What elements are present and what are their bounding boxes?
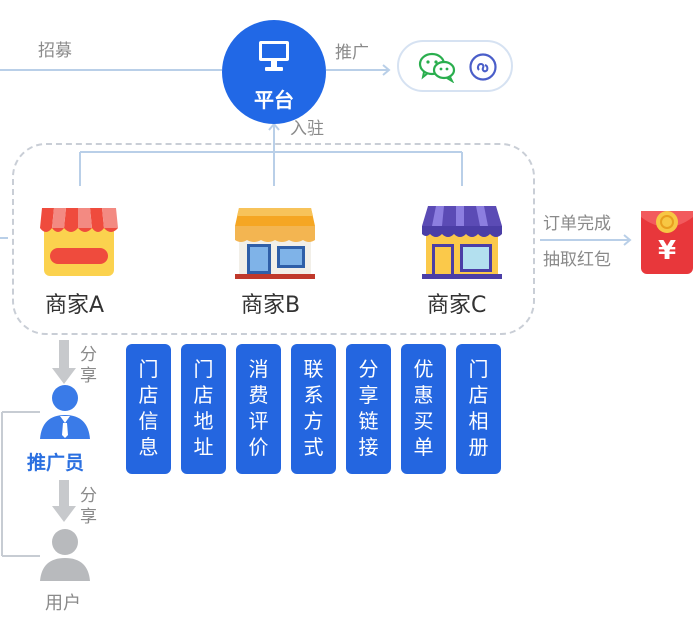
feature-store-info[interactable]: 门店信息 (126, 344, 171, 474)
wechat-icon (418, 52, 456, 83)
merchant-c-label: 商家C (427, 293, 487, 318)
user-label: 用户 (45, 593, 81, 614)
share-label-1: 分享 (80, 345, 97, 386)
feature-reviews[interactable]: 消费评价 (236, 344, 281, 474)
feature-label: 联系方式 (303, 357, 324, 459)
merchants-group (12, 143, 535, 335)
share-label-2: 分享 (80, 486, 97, 527)
feature-label: 门店信息 (138, 357, 159, 459)
feature-share-link[interactable]: 分享链接 (346, 344, 391, 474)
feature-store-address[interactable]: 门店地址 (181, 344, 226, 474)
feature-label: 分享链接 (358, 357, 379, 459)
promoter-icon (40, 385, 90, 439)
feature-label: 门店相册 (468, 357, 489, 459)
red-packet-label: 抽取红包 (543, 250, 611, 270)
purple-storefront-icon (422, 206, 502, 279)
order-complete-label: 订单完成 (543, 214, 611, 234)
feature-label: 优惠买单 (413, 357, 434, 459)
join-label: 入驻 (290, 119, 324, 139)
promoter-label: 推广员 (27, 452, 85, 474)
platform-label: 平台 (254, 88, 294, 112)
feature-label: 消费评价 (248, 357, 269, 459)
merchant-a-label: 商家A (45, 293, 105, 318)
mini-program-icon (469, 53, 497, 81)
red-packet-icon (641, 211, 693, 274)
feature-contact[interactable]: 联系方式 (291, 344, 336, 474)
red-storefront-icon (40, 208, 118, 276)
red-packet-symbol: ¥ (657, 236, 677, 266)
merchant-b-label: 商家B (241, 293, 301, 318)
feature-label: 门店地址 (193, 357, 214, 459)
orange-storefront-icon (235, 208, 315, 279)
channels-pill[interactable] (397, 40, 513, 92)
promote-label: 推广 (335, 43, 369, 63)
user-icon (40, 529, 90, 581)
feature-discount-pay[interactable]: 优惠买单 (401, 344, 446, 474)
feature-store-album[interactable]: 门店相册 (456, 344, 501, 474)
monitor-icon (259, 41, 289, 71)
recruit-label: 招募 (38, 41, 72, 61)
platform-node[interactable]: 平台 (222, 20, 326, 124)
